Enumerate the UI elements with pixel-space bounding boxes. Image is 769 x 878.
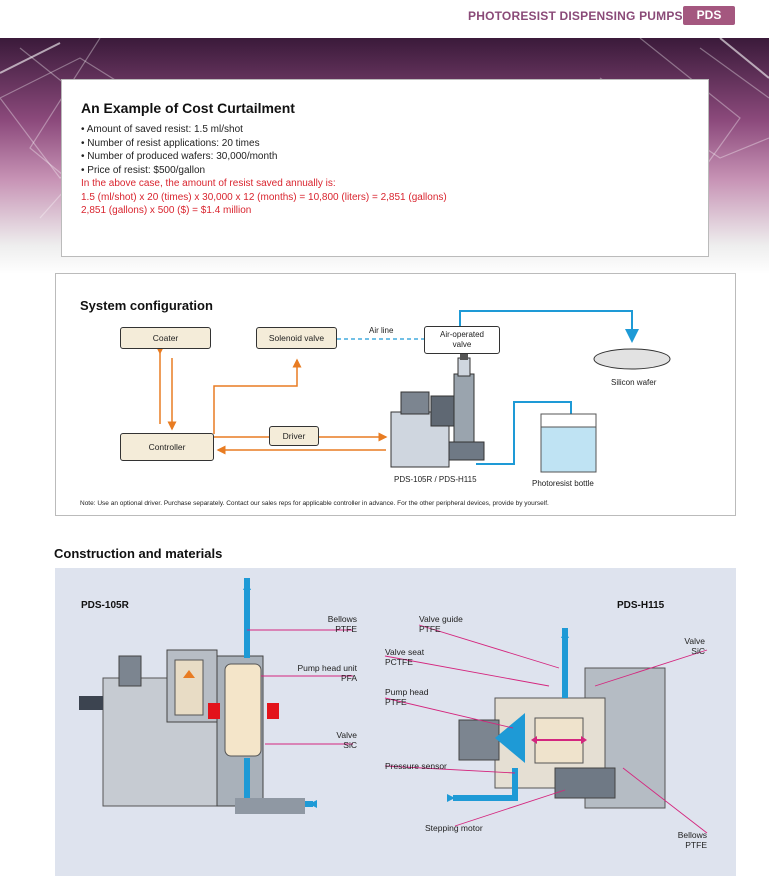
system-note: Note: Use an optional driver. Purchase s… xyxy=(80,500,549,507)
callout-pump-head-unit: Pump head unit PFA xyxy=(280,663,357,683)
construction-panel: PDS-105R PDS-H115 Bellows PTFE Pump head… xyxy=(55,568,736,876)
controller-node: Controller xyxy=(120,433,214,461)
construction-title: Construction and materials xyxy=(54,546,223,561)
air-line-label: Air line xyxy=(369,326,394,335)
callout-pump-head-right: Pump head PTFE xyxy=(385,687,428,707)
system-diagram-lines xyxy=(155,310,671,473)
cost-curtailment-box: An Example of Cost Curtailment • Amount … xyxy=(61,79,709,257)
silicon-wafer-label: Silicon wafer xyxy=(611,378,657,387)
callout-name: Valve guide xyxy=(419,614,463,624)
air-valve-label-2: valve xyxy=(452,340,472,349)
solenoid-valve-node: Solenoid valve xyxy=(256,327,337,349)
callout-name: Valve xyxy=(336,730,357,740)
system-configuration-title: System configuration xyxy=(80,298,213,313)
pump-model-label: PDS-105R / PDS-H115 xyxy=(394,475,477,484)
callout-bellows-left: Bellows PTFE xyxy=(317,614,357,634)
callout-valve-right: Valve SiC xyxy=(665,636,705,656)
page-header-title: PHOTORESIST DISPENSING PUMPS xyxy=(468,9,683,23)
callout-material: PCTFE xyxy=(385,657,413,667)
photoresist-bottle-label: Photoresist bottle xyxy=(532,479,594,488)
cost-item: • Price of resist: $500/gallon xyxy=(81,164,206,176)
callout-name: Bellows xyxy=(327,614,357,624)
callout-pressure-sensor: Pressure sensor xyxy=(385,761,447,771)
product-badge: PDS xyxy=(683,6,735,25)
callout-name: Valve seat xyxy=(385,647,425,657)
cost-result-line: 1.5 (ml/shot) x 20 (times) x 30,000 x 12… xyxy=(81,191,447,203)
cost-result-line: In the above case, the amount of resist … xyxy=(81,178,336,189)
callout-name: Valve xyxy=(684,636,705,646)
pds-105r-drawing xyxy=(79,578,317,814)
callout-stepping-motor: Stepping motor xyxy=(425,823,483,833)
construction-drawings xyxy=(79,578,708,834)
callout-material: SiC xyxy=(691,646,705,656)
callout-name: Bellows xyxy=(677,830,707,840)
callout-material: PTFE xyxy=(685,840,707,850)
callout-valve-left: Valve SiC xyxy=(317,730,357,750)
callout-name: Pump head xyxy=(385,687,429,697)
system-configuration-box: System configuration Coater Solenoid val… xyxy=(55,273,736,516)
callout-name: Pump head unit xyxy=(297,663,357,673)
callout-material: PFA xyxy=(340,673,357,683)
cost-result-line: 2,851 (gallons) x 500 ($) = $1.4 million xyxy=(81,205,252,216)
cost-item: • Number of produced wafers: 30,000/mont… xyxy=(81,151,278,162)
cost-title: An Example of Cost Curtailment xyxy=(81,100,295,116)
cost-item: • Amount of saved resist: 1.5 ml/shot xyxy=(81,124,243,135)
callout-valve-guide: Valve guide PTFE xyxy=(419,614,463,634)
pds-h115-drawing xyxy=(447,628,666,809)
air-valve-label-1: Air-operated xyxy=(439,330,485,339)
driver-node: Driver xyxy=(269,426,319,446)
callout-material: PTFE xyxy=(335,624,357,634)
callout-valve-seat: Valve seat PCTFE xyxy=(385,647,424,667)
model-label-pds-105r: PDS-105R xyxy=(81,600,129,611)
model-label-pds-h115: PDS-H115 xyxy=(617,600,665,611)
callout-bellows-right: Bellows PTFE xyxy=(665,830,707,850)
callout-material: PTFE xyxy=(385,697,407,707)
coater-node: Coater xyxy=(120,327,211,349)
callout-material: PTFE xyxy=(419,624,441,634)
cost-item: • Number of resist applications: 20 time… xyxy=(81,137,260,149)
air-operated-valve-node: Air-operated valve xyxy=(424,326,500,354)
callout-material: SiC xyxy=(343,740,357,750)
